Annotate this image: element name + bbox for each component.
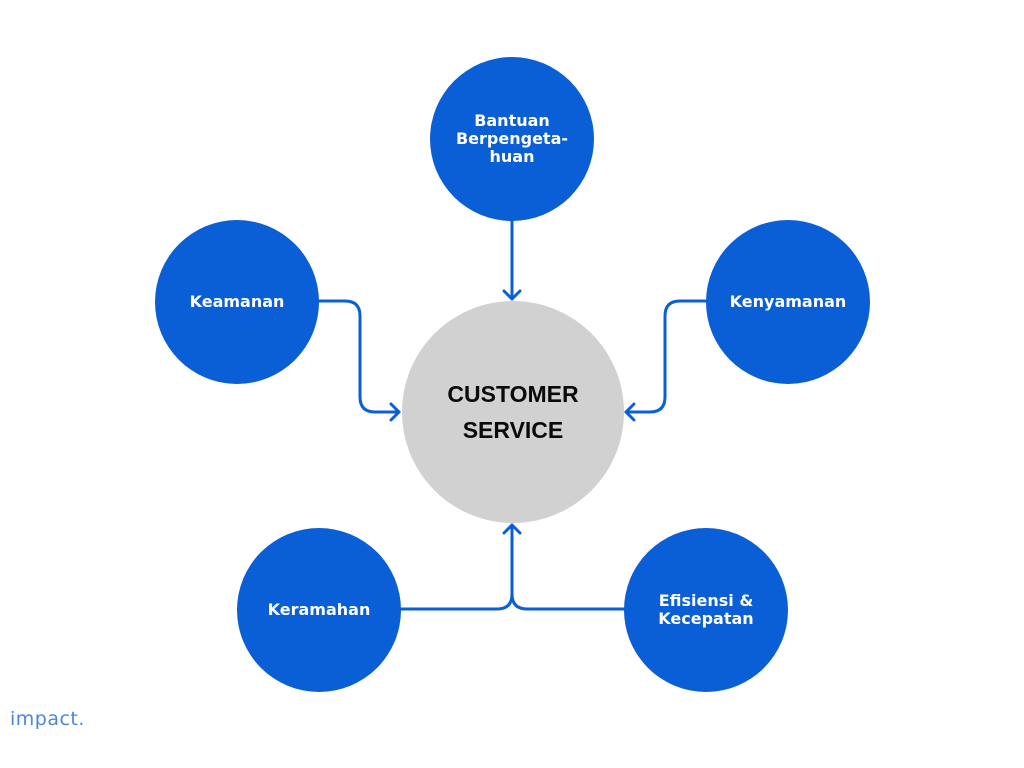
arrowhead-top	[502, 289, 522, 301]
node-label: Keramahan	[267, 600, 371, 619]
connector-left	[317, 299, 401, 414]
node-keamanan: Keamanan	[155, 220, 319, 384]
node-keramahan: Keramahan	[237, 528, 401, 692]
arrowhead-left	[389, 402, 401, 422]
arrowhead-bottom	[502, 523, 522, 535]
arrowhead-right	[624, 402, 636, 422]
node-efisiensi-kecepatan: Efisiensi & Kecepatan	[624, 528, 788, 692]
connector-right	[624, 299, 708, 414]
brand-logo: impact.	[10, 708, 85, 730]
connector-bottom-left	[399, 523, 514, 611]
node-kenyamanan: Kenyamanan	[706, 220, 870, 384]
connector-bottom-right	[510, 592, 626, 611]
node-customer-service: CUSTOMER SERVICE	[402, 301, 624, 523]
node-label: Efisiensi & Kecepatan	[658, 591, 754, 628]
center-label: CUSTOMER SERVICE	[447, 381, 579, 443]
node-label: Keamanan	[189, 292, 285, 311]
node-bantuan-berpengetahuan: Bantuan Berpengeta- huan	[430, 57, 594, 221]
node-label: Kenyamanan	[729, 292, 847, 311]
node-label: Bantuan Berpengeta- huan	[455, 111, 569, 166]
